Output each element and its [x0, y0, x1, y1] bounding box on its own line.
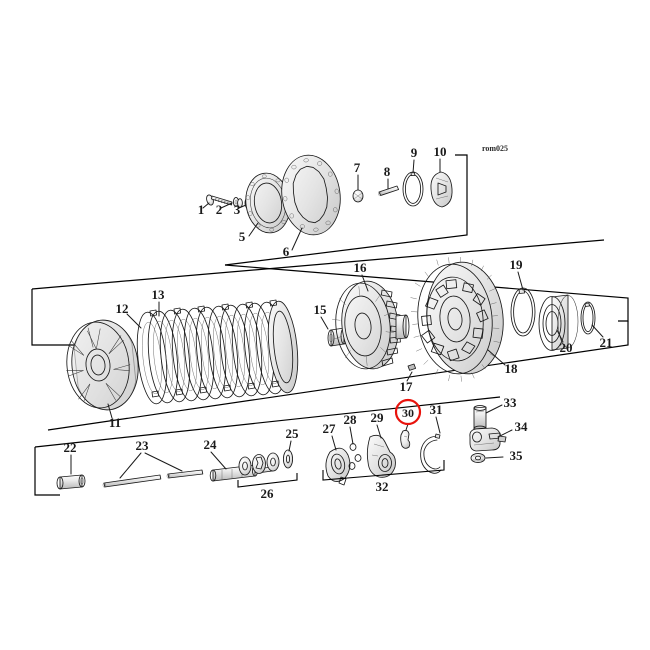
part-clutch-plate-stack [136, 299, 299, 405]
part-washer-set-26 [237, 449, 298, 488]
part-clutch-shell-18 [410, 257, 504, 382]
washer [238, 456, 252, 476]
part-retaining-ring-31 [420, 433, 442, 474]
part-adjuster-plate-10 [430, 171, 453, 208]
friction-plate [183, 307, 215, 401]
callout-15: 15 [314, 302, 328, 317]
callout-13: 13 [152, 287, 166, 302]
part-clutch-hub-11 [66, 319, 139, 411]
part-release-plate-27 [325, 447, 351, 486]
frame-middle-band-top [31, 239, 605, 290]
callout-28: 28 [344, 412, 358, 427]
frame-middle-band [224, 264, 629, 322]
callout-25: 25 [286, 426, 300, 441]
callout-30: 30 [402, 406, 414, 420]
callout-1: 1 [198, 202, 205, 217]
part-key-17 [407, 363, 417, 371]
part-bearing-20 [538, 294, 579, 351]
part-pressure-plate-6 [281, 154, 341, 236]
callout-27: 27 [323, 421, 337, 436]
callout-33: 33 [504, 395, 518, 410]
part-ball-7 [352, 189, 364, 203]
highlight-circle-30 [394, 398, 422, 426]
callout-31: 31 [430, 402, 443, 417]
callout-10: 10 [434, 144, 447, 159]
friction-plate [159, 309, 191, 403]
part-release-ramp-29 [366, 434, 396, 478]
callout-8: 8 [384, 164, 391, 179]
top-band-parts [206, 154, 453, 236]
part-retaining-ring-21 [580, 301, 596, 335]
part-nut-35 [470, 452, 486, 464]
callout-34: 34 [515, 419, 529, 434]
middle-band-parts [66, 257, 596, 411]
callout-19: 19 [510, 257, 524, 272]
steel-plate [195, 306, 227, 400]
frame-middle-band-bottom [47, 321, 629, 431]
steel-plate-end [267, 300, 299, 394]
steel-plate [171, 308, 203, 402]
part-pin-33 [473, 405, 487, 432]
callout-5: 5 [239, 229, 246, 244]
friction-plate [231, 303, 263, 397]
part-pushrod-23 [102, 469, 204, 488]
part-pushrod-pin-8 [378, 185, 400, 196]
callout-26: 26 [261, 486, 275, 501]
friction-plate [207, 305, 239, 399]
callout-6: 6 [283, 244, 290, 259]
frame-bottom-band [34, 447, 60, 496]
callout-22: 22 [64, 440, 77, 455]
callout-32: 32 [376, 479, 389, 494]
callout-labels: 1 2 3 5 6 7 8 9 10 11 12 13 15 16 17 18 … [64, 144, 613, 501]
frame-top-band-lower [224, 182, 468, 266]
callout-7: 7 [354, 160, 361, 175]
watermark: rom025 [482, 144, 508, 153]
leader-lines [70, 158, 604, 479]
callout-17: 17 [400, 379, 414, 394]
part-cable-fitting-34 [469, 427, 507, 452]
callout-12: 12 [116, 301, 129, 316]
callout-20: 20 [560, 340, 573, 355]
callout-11: 11 [109, 415, 121, 430]
bracket-32 [322, 460, 445, 481]
callout-2: 2 [216, 202, 223, 217]
steel-plate [219, 304, 251, 398]
spring-washer [252, 454, 266, 474]
callout-3: 3 [234, 202, 241, 217]
callout-35: 35 [510, 448, 524, 463]
part-lever-pin-30 [400, 430, 411, 449]
washer-25 [282, 449, 294, 469]
callout-9: 9 [411, 145, 418, 160]
group-frames [31, 154, 629, 496]
part-screw-1 [206, 194, 233, 206]
callout-16: 16 [354, 260, 368, 275]
bottom-band-parts [56, 405, 507, 490]
callout-29: 29 [371, 410, 385, 425]
frame-top-band [455, 154, 468, 182]
callout-24: 24 [204, 437, 218, 452]
callout-23: 23 [136, 438, 150, 453]
frame-bottom-band-top [34, 396, 501, 448]
part-bushing-22 [56, 474, 86, 490]
steel-plate [147, 310, 179, 404]
part-clutch-hub-gear-16 [332, 280, 410, 370]
callout-18: 18 [505, 361, 519, 376]
washer [266, 452, 280, 472]
callout-21: 21 [600, 335, 613, 350]
